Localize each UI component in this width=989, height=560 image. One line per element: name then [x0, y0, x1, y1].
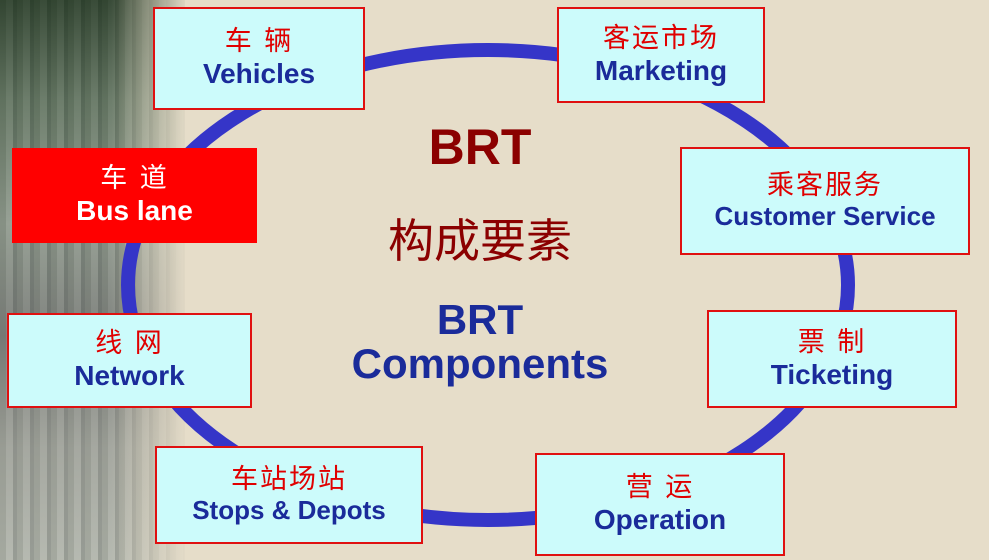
component-customer-service[interactable]: 乘客服务 Customer Service: [680, 147, 970, 255]
component-network[interactable]: 线 网 Network: [7, 313, 252, 408]
component-bus-lane[interactable]: 车 道 Bus lane: [12, 148, 257, 243]
center-subtitle-en: Components: [351, 340, 609, 387]
component-label-en: Marketing: [594, 54, 728, 86]
center-title-en: BRT: [436, 296, 524, 343]
center-subtitle-zh: 构成要素: [388, 214, 572, 268]
component-marketing[interactable]: 客运市场 Marketing: [557, 7, 765, 103]
component-label-en: Ticketing: [770, 358, 894, 390]
component-label-en: Network: [74, 360, 185, 392]
component-label-en: Bus lane: [76, 195, 193, 227]
component-label-zh: 客运市场: [603, 22, 719, 54]
component-ticketing[interactable]: 票 制 Ticketing: [707, 310, 957, 408]
component-label-zh: 线 网: [95, 328, 164, 360]
component-vehicles[interactable]: 车 辆 Vehicles: [153, 7, 365, 110]
component-label-en: Operation: [593, 504, 727, 536]
component-label-zh: 车 辆: [224, 26, 294, 58]
component-label-en: Stops & Depots: [192, 494, 386, 525]
center-title: BRT: [428, 119, 532, 175]
component-stops-depots[interactable]: 车站场站 Stops & Depots: [155, 446, 423, 544]
component-label-zh: 票 制: [797, 326, 867, 358]
component-label-zh: 营 运: [625, 472, 695, 504]
component-operation[interactable]: 营 运 Operation: [535, 453, 785, 556]
component-label-en: Customer Service: [714, 200, 936, 231]
component-label-zh: 车 道: [100, 163, 169, 195]
component-label-en: Vehicles: [202, 58, 316, 90]
component-label-zh: 车站场站: [231, 463, 347, 495]
component-label-zh: 乘客服务: [767, 169, 883, 201]
